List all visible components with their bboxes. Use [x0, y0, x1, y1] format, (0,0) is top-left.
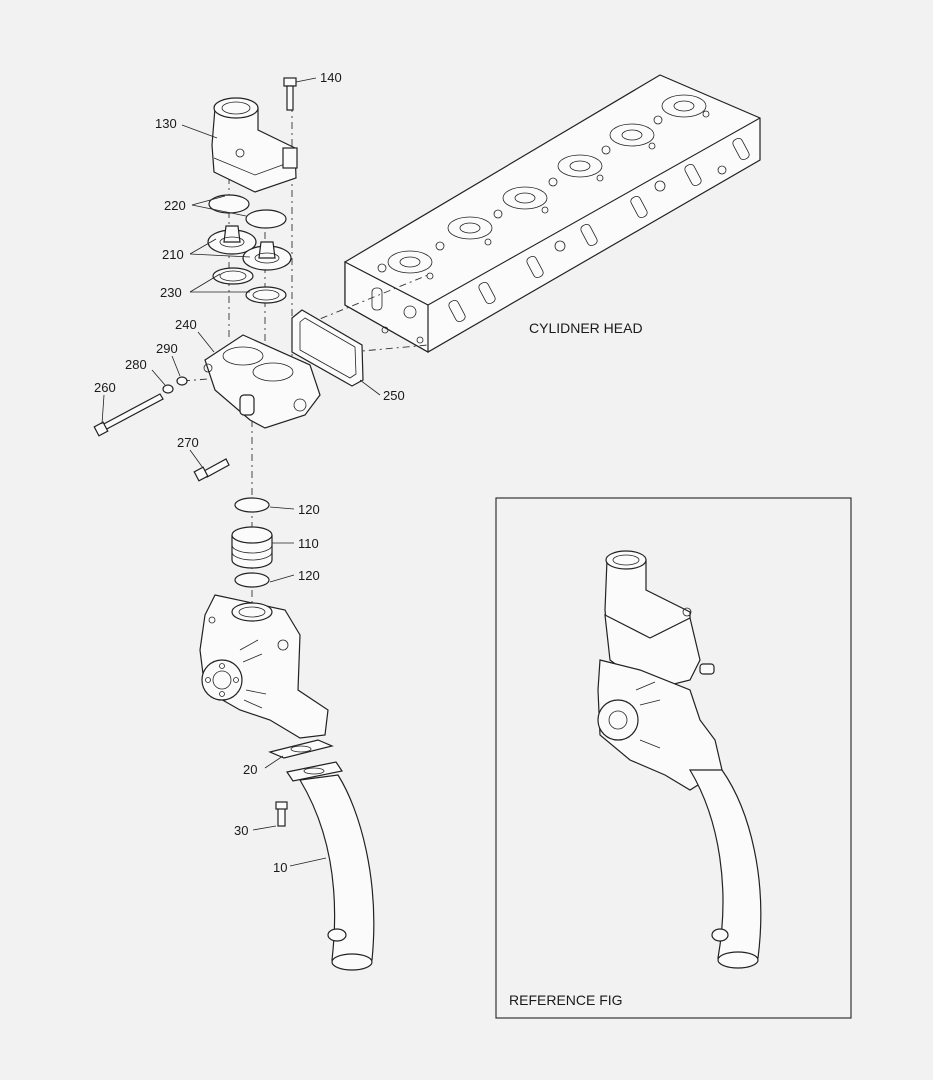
nut-280 — [162, 384, 174, 394]
plug-30 — [275, 801, 288, 827]
callout-290: 290 — [156, 341, 178, 356]
outlet-elbow-130 — [211, 97, 298, 193]
bolt-260 — [93, 393, 164, 437]
o-ring-120-lower — [234, 572, 270, 588]
callout-250: 250 — [383, 388, 405, 403]
callout-30: 30 — [234, 823, 248, 838]
callout-10: 10 — [273, 860, 287, 875]
seals-230 — [212, 267, 287, 304]
callout-20: 20 — [243, 762, 257, 777]
cylinder-head — [344, 74, 761, 354]
callout-240: 240 — [175, 317, 197, 332]
callout-110: 110 — [298, 536, 319, 551]
reference-assembly — [597, 550, 762, 969]
o-rings-220 — [208, 194, 287, 229]
callout-270: 270 — [177, 435, 199, 450]
inlet-pipe-10 — [286, 761, 375, 971]
reference-fig-label: REFERENCE FIG — [509, 992, 623, 1008]
cylinder-head-label: CYLIDNER HEAD — [529, 320, 643, 336]
thermostats-210 — [207, 225, 292, 271]
washer-290 — [176, 376, 188, 386]
callout-120-upper: 120 — [298, 502, 320, 517]
bolt-270 — [193, 458, 230, 482]
thermostat-housing-240 — [203, 334, 321, 429]
callout-140: 140 — [320, 70, 342, 85]
o-ring-120-upper — [234, 497, 270, 513]
coupling-110 — [231, 526, 273, 569]
callout-130: 130 — [155, 116, 177, 131]
callout-280: 280 — [125, 357, 147, 372]
gasket-250 — [291, 309, 364, 387]
callout-220: 220 — [164, 198, 186, 213]
reference-fig-frame — [495, 497, 852, 1019]
callout-120-lower: 120 — [298, 568, 320, 583]
callout-210: 210 — [162, 247, 184, 262]
water-pump — [199, 594, 329, 739]
leader-lines — [101, 77, 381, 867]
gasket-20 — [268, 739, 334, 759]
bolt-140 — [283, 77, 297, 111]
callout-230: 230 — [160, 285, 182, 300]
callout-260: 260 — [94, 380, 116, 395]
